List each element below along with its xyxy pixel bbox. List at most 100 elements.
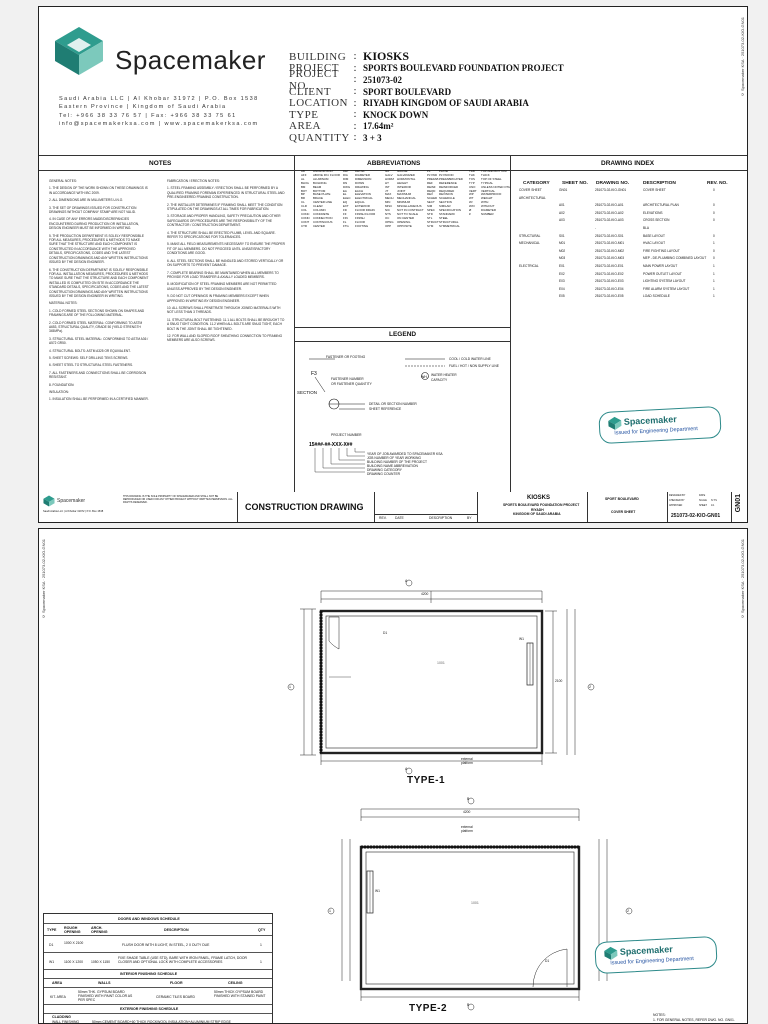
abbreviation-code: Ø [469,209,472,213]
abbreviation-meaning: MAXIMUM [397,193,411,197]
abbreviation-code: DIM [343,177,349,181]
dim-width-type-2: 4200 [463,810,471,814]
abbreviation-meaning: FINISH [355,216,365,220]
info-label: BUILDING [289,50,347,63]
divider [44,935,272,936]
abbreviation-meaning: TYPICAL [481,181,494,185]
door-tag-type-2: D1 [545,959,550,963]
abbreviation-meaning: SYMMETRICAL [439,224,460,228]
grid-mark-2-type-2: 2 [627,909,629,913]
index-rev: 0 [713,233,715,238]
tb-label-scale: SCALE [699,499,707,502]
index-category [519,294,559,298]
abbreviation-code: FTG [343,224,349,228]
abbreviation-code: STL [427,216,433,220]
note-paragraph: 7. COMPLETE BEARING SHALL BE MAINTAINED … [167,270,279,279]
tb-sheet-code: GN01 [735,494,742,513]
abbreviation-code: SECT [427,201,435,205]
note-paragraph: 8. MODIFICATION OF STEEL FRAMING MEMBERS… [167,282,277,291]
divider [44,1013,272,1014]
abbreviation-meaning: ALUMINUM [313,177,329,181]
info-value: 17.64m² [363,121,394,132]
index-rev [713,196,727,200]
tb-sheet-title: COVER SHEET [611,510,636,514]
abbreviation-code: OC [385,216,390,220]
abbreviation-meaning: REVISION [439,193,453,197]
index-rev: 0 [713,210,715,215]
note-paragraph: 1. STEEL FRAMING ASSEMBLY / ERECTION SHA… [167,186,285,200]
title-block-address: Saudi Arabia LLC | Al Khobar 31972 | P.O… [43,510,104,513]
abbreviation-code: JT [385,189,389,193]
abbreviation-code: OPNG [385,220,394,224]
note-paragraph: 4. THE STRUCTURE SHALL BE ERECTED PLUMB,… [167,230,276,240]
abbreviation-meaning: SIMILAR [439,205,451,209]
legend-format-line: YEAR OF JOB AWARDED TO SPACEMAKER KSA [367,452,443,456]
info-colon: : [353,62,357,74]
address-line: Tel: +966 38 33 76 57 | Fax: +966 38 33 … [59,112,237,119]
abbreviation-code: REQD [427,189,436,193]
abbreviation-code: FL [343,220,347,224]
index-description: FIRE FIGHTING LAYOUT [643,248,680,253]
abbreviation-code: W/O [469,205,475,209]
window-row-qty: 1 [260,960,262,964]
info-row: BUILDING:KIOSKS [289,49,564,63]
interior-schedule-title: INTERIOR FINISHING SCHEDULE [120,972,178,976]
index-description: FIRE ALARM SYSTEM LAYOUT [643,286,690,291]
note-paragraph: INSULATION: [49,390,69,395]
index-description: COVER SHEET [643,188,666,192]
index-sheet: A01 [559,203,565,208]
divider [44,1004,272,1005]
abbreviation-meaning: OPPOSITE [397,224,412,228]
tb-location-1: RIYADH [531,508,544,512]
divider [731,492,732,522]
index-sheet: E03 [559,279,565,284]
index-drawing-no: 251073-02-KIO-E01 [595,264,624,268]
abbreviation-meaning: COLUMN [313,209,326,213]
abbreviation-code: MISC [385,205,393,209]
window-row-type: W1 [49,960,55,964]
note-paragraph: 2. THE INSTALLER DETERMINES IF FRAMING S… [167,202,283,212]
info-row: AREA:17.64m² [289,120,564,132]
abbreviation-code: SIM [427,205,433,209]
abbreviation-meaning: ANCHOR BOLT [313,170,334,173]
stamp-brand: Spacemaker [623,414,678,427]
grid-mark-1: 1 [289,685,291,689]
abbreviation-meaning: PLATE [439,170,448,173]
abbreviation-meaning: SECTION [439,201,452,205]
abbreviation-meaning: MECHANICAL [397,197,416,201]
abbreviation-meaning: DIAMETER [355,173,370,177]
divider [44,987,272,988]
doors-schedule-title: DOORS AND WINDOWS SCHEDULE [118,917,180,921]
abbreviation-meaning: BUILDING [313,181,327,185]
door-row-description: FLUSH DOOR WITH 8 LIGHT, IN STEEL, 2 X D… [122,943,210,947]
legend-capacity: CAPACITY [431,378,448,382]
abbreviation-code: BOT [301,189,307,193]
doors-header-qty: QTY [258,928,266,932]
note-paragraph: 12. FOR WALL AND SLOPED ROOF SHEATHING C… [167,333,283,343]
index-category [519,287,559,291]
stamp-logo-icon [604,946,618,960]
floor-plans-drawing [287,579,633,1011]
notes-title: NOTES [149,160,172,167]
abbreviation-code: TOS [469,177,475,181]
abbreviation-meaning: OPENING [397,220,411,224]
door-row-rough: 1000 X 2100 [64,941,84,945]
index-sheet: GN01 [559,188,568,192]
abbreviation-code: CLR [301,205,307,209]
abbreviation-meaning: STEEL [439,216,449,220]
info-row: CLIENT:SPORT BOULEVARD [289,86,564,98]
legend-cool-line: COOL / COLD WATER LINE [449,357,491,361]
legend-symbols: F3 15###-##-XXX-X## WH [309,358,445,473]
note-paragraph: 6. THE CONSTRUCTION DEPARTMENT IS SOLELY… [49,267,149,298]
abbreviation-code: COL [301,209,307,213]
abbreviation-meaning: HORIZONTAL [397,177,416,181]
exterior-row-description: 50mm CEMENT BOARD+60 THICK ROCKWOOL INSU… [92,1020,231,1024]
info-row: PROJECT NO.:251073-02 [289,68,564,92]
legend-project-number: PROJECT NUMBER [331,433,362,437]
exterior-header-cladding: CLADDING [52,1015,71,1019]
index-sheet: E01 [559,264,565,268]
abbreviation-code: STRUCT [427,220,439,224]
drawing-index-row: ARCHITECTURAL [519,196,739,200]
